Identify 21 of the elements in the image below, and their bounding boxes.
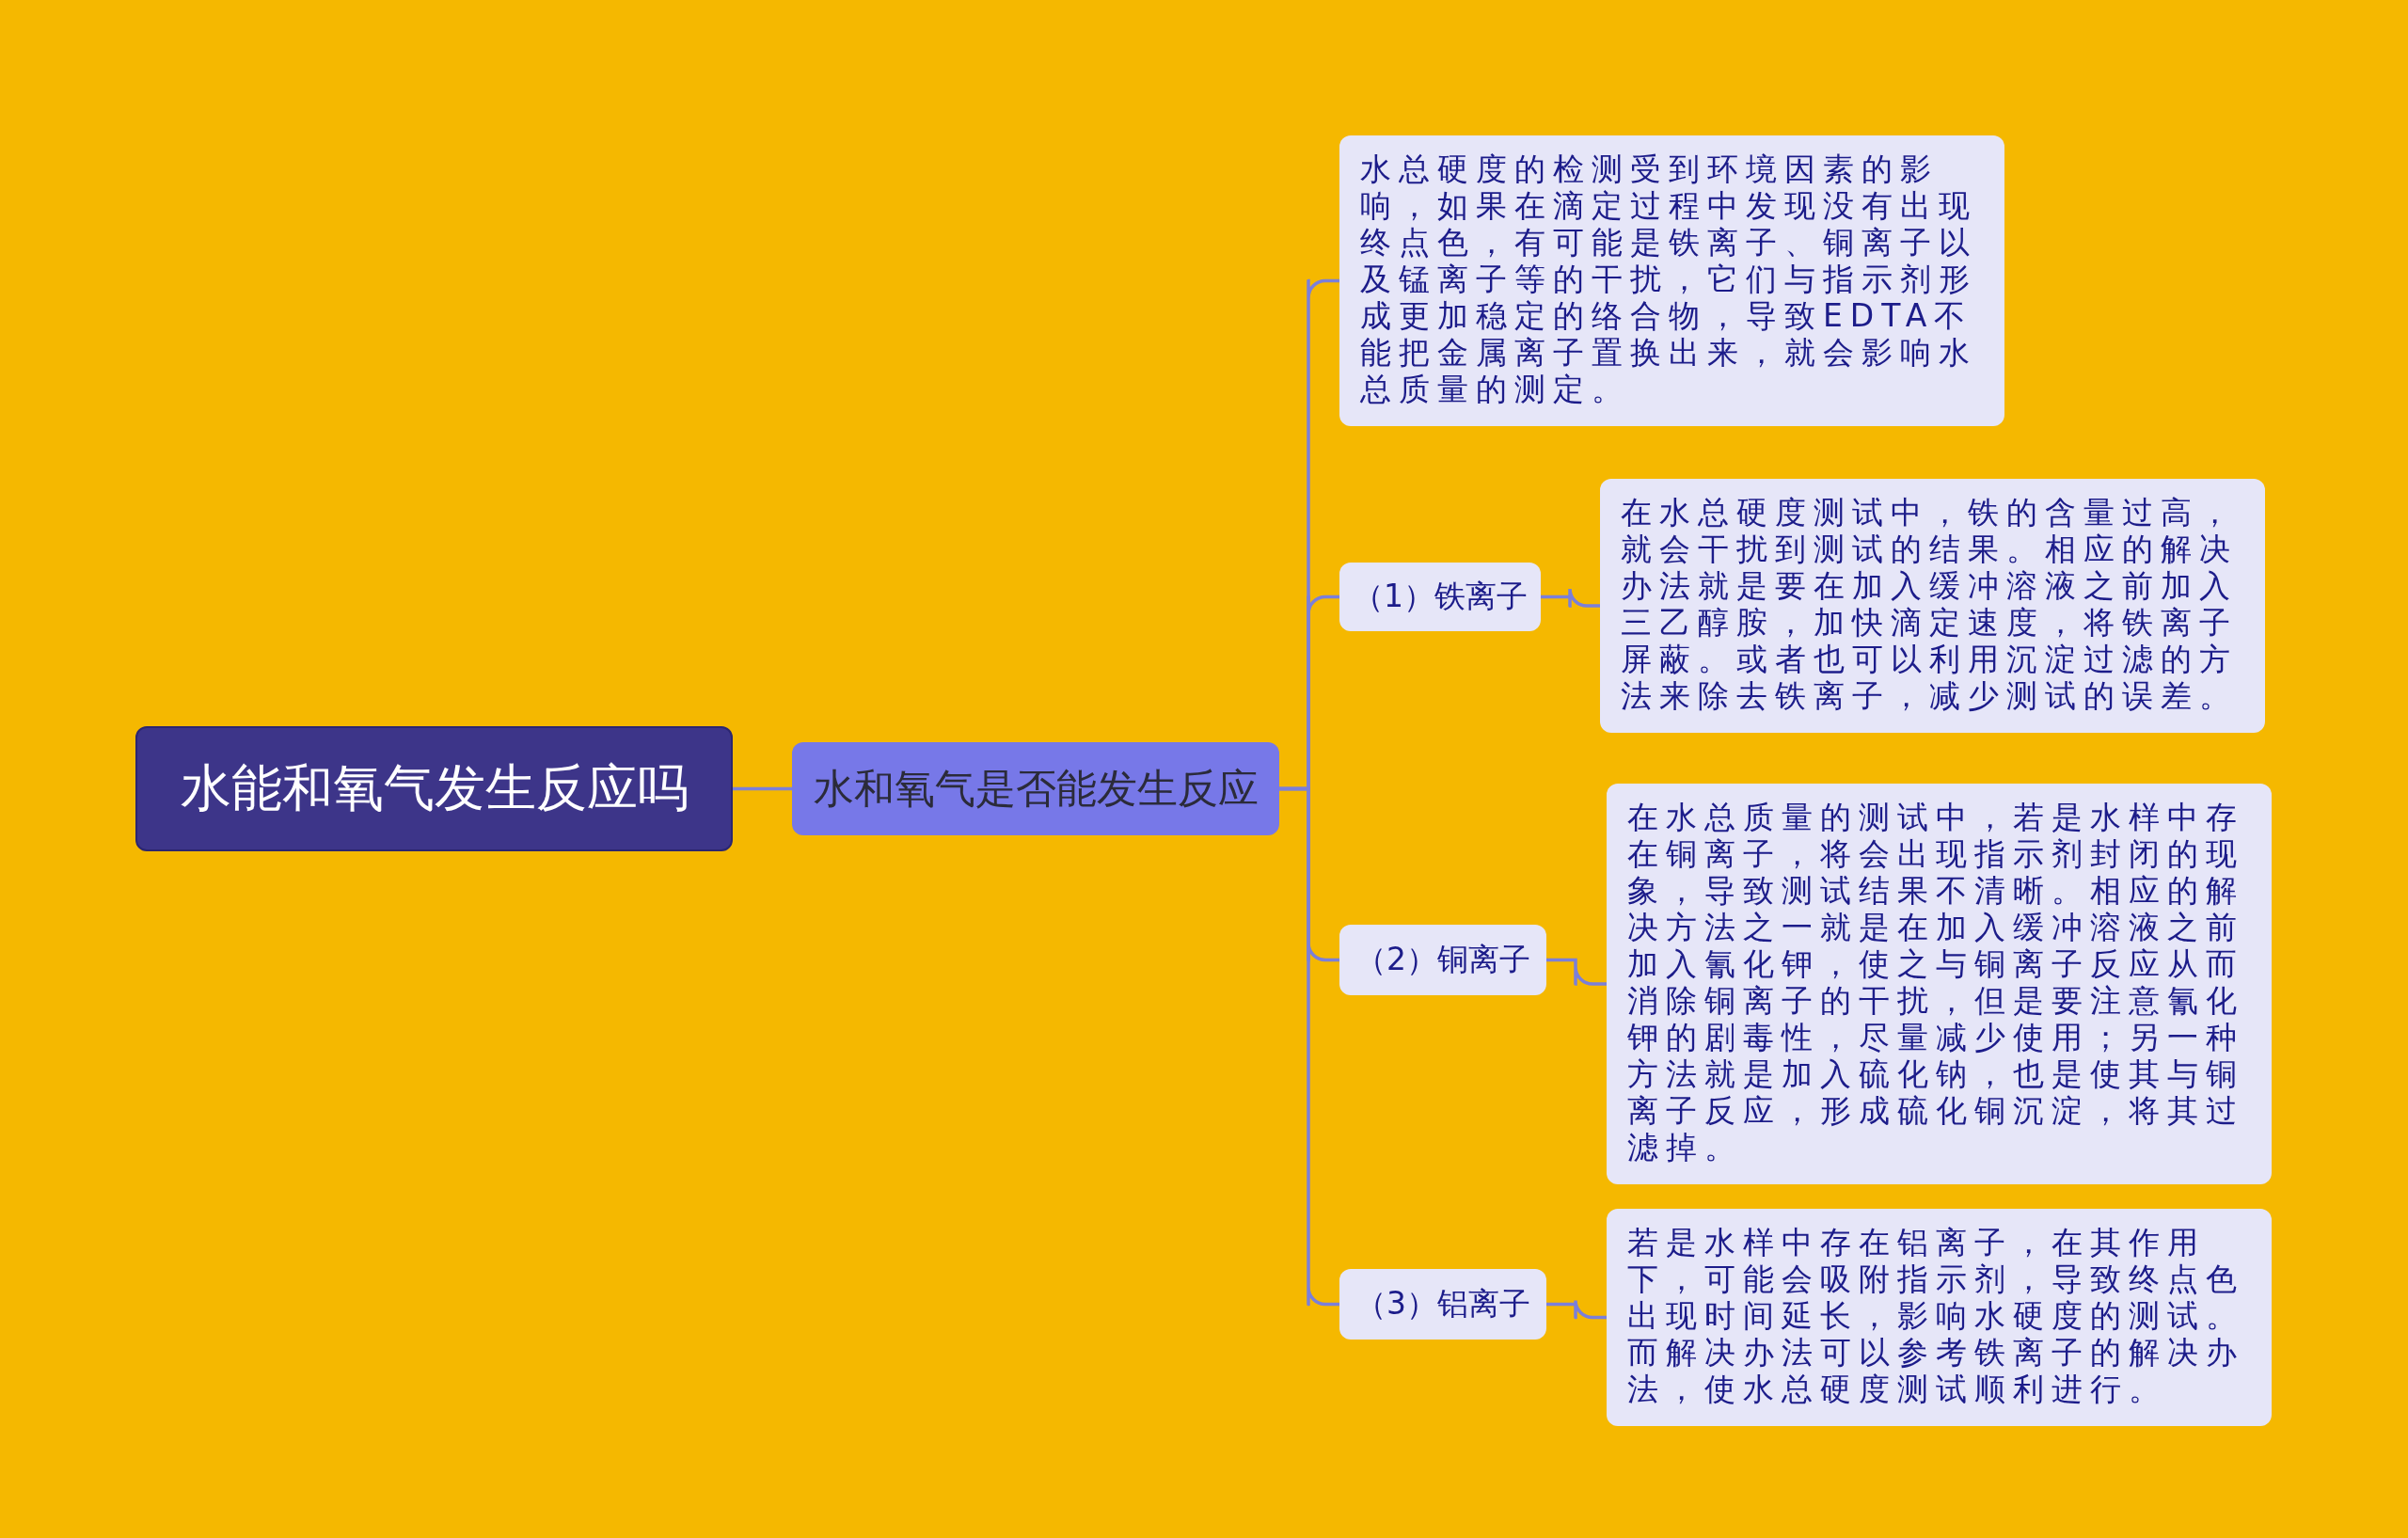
topic-box bbox=[792, 742, 1279, 835]
connector-line bbox=[1546, 958, 1607, 986]
subtopic-box bbox=[1339, 1269, 1546, 1340]
subtopic-text: （3）铝离子 bbox=[1355, 1284, 1530, 1324]
subtopic-text: （2）铜离子 bbox=[1355, 940, 1530, 979]
topic-text: 水能和氧气发生反应吗 bbox=[180, 757, 689, 819]
subtopic-text: （1）铁离子 bbox=[1353, 577, 1528, 616]
connector-line bbox=[733, 786, 792, 791]
connector-line bbox=[1546, 1298, 1607, 1320]
note-text: 在水总质量的测试中，若是水样中存在铜离子，将会出现指示剂封闭的现象，导致测试结果不清晰。相应的解决方法之一就是在加入缓冲溶液之前加入氰化钾，使之与铜离子反应从而消除铜离子的干扰，但是要注意氰化钾的剧毒性，尽量减少使用；另一种方法就是加入硫化钠，也是使其与铜离子反应，形成硫化铜沉淀，将其过滤掉。 bbox=[1627, 799, 2245, 1165]
note-box bbox=[1607, 1209, 2272, 1426]
subtopic-box bbox=[1339, 925, 1546, 995]
root-topic-box bbox=[135, 726, 733, 851]
note-text: 水总硬度的检测受到环境因素的影响，如果在滴定过程中发现没有出现终点色，有可能是铁离子、铜离子以及锰离子等的干扰，它们与指示剂形成更加稳定的络合物，导致EDTA不能把金属离子置换出来，就会影响水总质量的测定。 bbox=[1360, 151, 1978, 407]
note-box bbox=[1600, 479, 2265, 733]
note-box bbox=[1339, 135, 2004, 426]
note-text: 在水总硬度测试中，铁的含量过高，就会干扰到测试的结果。相应的解决办法就是要在加入缓冲溶液之前加入三乙醇胺，加快滴定速度，将铁离子屏蔽。或者也可以利用沉淀过滤的方法来除去铁离子，减少测试的误差。 bbox=[1621, 494, 2239, 714]
note-text: 若是水样中存在铝离子，在其作用下，可能会吸附指示剂，导致终点色出现时间延长，影响水硬度的测试。而解决办法可以参考铁离子的解决办法，使水总硬度测试顺利进行。 bbox=[1627, 1224, 2245, 1407]
subtopic-box bbox=[1339, 563, 1541, 631]
connector-line bbox=[1541, 587, 1600, 608]
topic-text: 水和氧气是否能发生反应 bbox=[813, 763, 1259, 814]
